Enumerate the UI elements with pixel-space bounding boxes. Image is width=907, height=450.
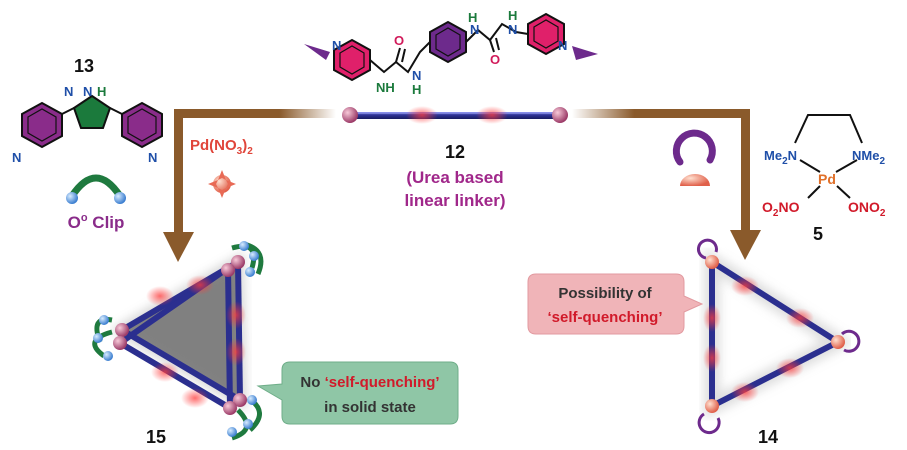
urea-h-2: H	[412, 82, 421, 97]
triazole-h: H	[97, 84, 106, 99]
triazole-n2: N	[83, 84, 92, 99]
nme2-label: NMe2	[852, 148, 885, 167]
no-self-quenching-line2: in solid state	[324, 399, 416, 416]
linker-12-structure	[304, 12, 598, 82]
pd-atom-label: Pd	[818, 171, 836, 187]
compound-14-triangle	[696, 238, 861, 435]
urea-o-left: O	[394, 33, 404, 48]
n-atom-right: N	[148, 150, 157, 165]
pd-nitrate-label: Pd(NO3)2	[190, 137, 253, 157]
linker-n-right: N	[558, 38, 567, 53]
linker-desc-line1: (Urea based	[406, 168, 503, 187]
label-13: 13	[74, 56, 94, 76]
cis-capped-pd-icon	[672, 129, 716, 186]
linear-linker-rod-icon	[342, 106, 568, 124]
pd-cross-icon	[208, 170, 236, 198]
possibility-line1: Possibility of	[558, 285, 652, 302]
ono2-label: ONO2	[848, 199, 886, 219]
linker-n-left: N	[332, 38, 341, 53]
urea-n-4: N	[508, 22, 517, 37]
urea-hn-4: H	[508, 8, 517, 23]
label-5: 5	[813, 224, 823, 244]
urea-n-3: N	[470, 22, 479, 37]
urea-n-2: N	[412, 68, 421, 83]
triazole-n1: N	[64, 84, 73, 99]
no-self-quenching-callout	[256, 361, 459, 425]
o2no-label: O2NO	[762, 199, 800, 219]
label-14: 14	[758, 427, 778, 447]
me2n-label: Me2N	[764, 148, 797, 167]
compound-15-triangle	[92, 241, 264, 441]
compound-13-structure: N N N N H	[12, 84, 163, 165]
label-12: 12	[445, 142, 465, 162]
urea-h-3: H	[468, 10, 477, 25]
possibility-self-quenching-callout	[527, 273, 704, 335]
no-self-quenching-line1: No ‘self-quenching’	[300, 374, 439, 391]
urea-nh-1: NH	[376, 80, 395, 95]
label-15: 15	[146, 427, 166, 447]
right-reaction-arrow	[572, 109, 761, 260]
possibility-line2: ‘self-quenching’	[547, 309, 662, 326]
n-atom-left: N	[12, 150, 21, 165]
compound-5-structure	[794, 114, 863, 199]
left-reaction-arrow	[163, 109, 336, 262]
linker-desc-line2: linear linker)	[404, 191, 505, 210]
zero-degree-clip-icon	[66, 174, 126, 204]
clip-label: Oo Clip	[68, 212, 125, 232]
urea-o-right: O	[490, 52, 500, 67]
